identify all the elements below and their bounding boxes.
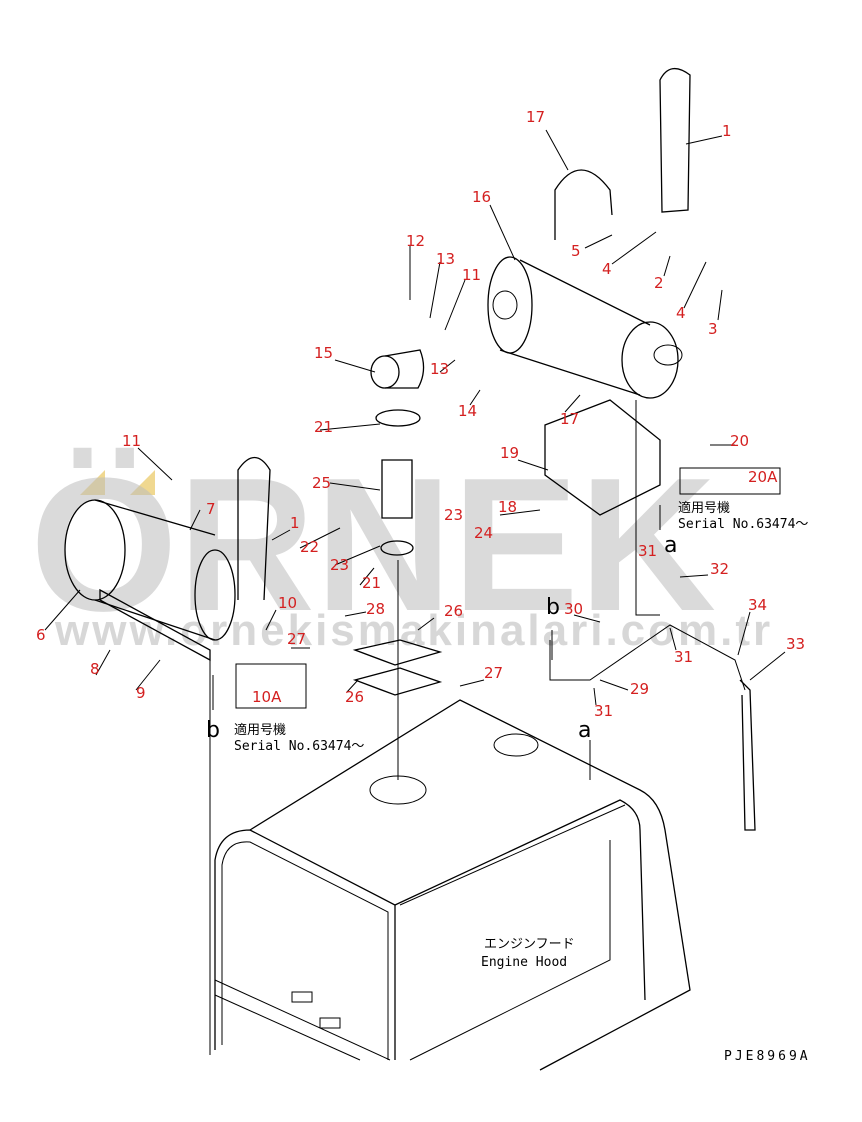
callout: 14 (458, 402, 477, 420)
callout: 26 (444, 602, 463, 620)
drawing-code: PJE8969A (724, 1049, 811, 1064)
callout: 1 (722, 122, 732, 140)
callout: 31 (594, 702, 613, 720)
hood-label-jp: エンジンフード (484, 937, 575, 952)
callout: 13 (430, 360, 449, 378)
callout: 30 (564, 600, 583, 618)
callout: 21 (314, 418, 333, 436)
callout: 4 (676, 304, 686, 322)
callout: 22 (300, 538, 319, 556)
callout: 8 (90, 660, 100, 678)
ref-b: b (546, 595, 560, 620)
watermark: ÖRNEK www.ornekismakinalari.com.tr (30, 439, 773, 655)
callout: 26 (345, 688, 364, 706)
callout: 25 (312, 474, 331, 492)
muffler (487, 68, 691, 616)
callout: 19 (500, 444, 519, 462)
callout: 23 (444, 506, 463, 524)
callout: 27 (484, 664, 503, 682)
callout: 9 (136, 684, 146, 702)
leader-lines (44, 129, 786, 706)
hood-label-en: Engine Hood (481, 955, 567, 970)
callout: 33 (786, 635, 805, 653)
callout: 7 (206, 500, 216, 518)
callout: 3 (708, 320, 718, 338)
serial-en: Serial No.63474～ (678, 517, 808, 532)
callout: 2 (654, 274, 664, 292)
serial-box (679, 467, 781, 495)
watermark-accent-icon (80, 470, 105, 495)
ref-a: a (578, 718, 591, 743)
serial-jp: 適用号機 (234, 722, 286, 738)
engine-hood (214, 699, 691, 1071)
callout: 15 (314, 344, 333, 362)
callout: 11 (122, 432, 141, 450)
ref-b: b (206, 718, 220, 743)
callout: 23 (330, 556, 349, 574)
callout: 20A (748, 468, 778, 486)
callout: 5 (571, 242, 581, 260)
callout: 32 (710, 560, 729, 578)
callout: 27 (287, 630, 306, 648)
callout: 31 (638, 542, 657, 560)
callout: 4 (602, 260, 612, 278)
callout: 12 (406, 232, 425, 250)
watermark-accent-icon (130, 470, 155, 495)
callout: 10 (278, 594, 297, 612)
callout: 28 (366, 600, 385, 618)
serial-box (235, 663, 307, 709)
callout: 21 (362, 574, 381, 592)
callout: 16 (472, 188, 491, 206)
callout: 6 (36, 626, 46, 644)
callout: 34 (748, 596, 767, 614)
serial-en: Serial No.63474～ (234, 739, 364, 754)
callout: 17 (526, 108, 545, 126)
callout: 20 (730, 432, 749, 450)
callout-labels: 1 17 16 5 4 2 4 3 12 13 11 15 13 14 17 2… (36, 108, 805, 720)
center-parts (209, 349, 756, 1055)
watermark-url: www.ornekismakinalari.com.tr (54, 606, 773, 655)
callout: 18 (498, 498, 517, 516)
serial-jp: 適用号機 (678, 500, 730, 516)
reference-arrows (212, 505, 661, 780)
ref-a: a (664, 533, 677, 558)
watermark-brand: ÖRNEK (30, 439, 716, 651)
callout: 10A (252, 688, 282, 706)
callout: 31 (674, 648, 693, 666)
callout: 11 (462, 266, 481, 284)
callout: 1 (290, 514, 300, 532)
callout: 17 (560, 410, 579, 428)
callout: 24 (474, 524, 493, 542)
callout: 13 (436, 250, 455, 268)
callout: 29 (630, 680, 649, 698)
